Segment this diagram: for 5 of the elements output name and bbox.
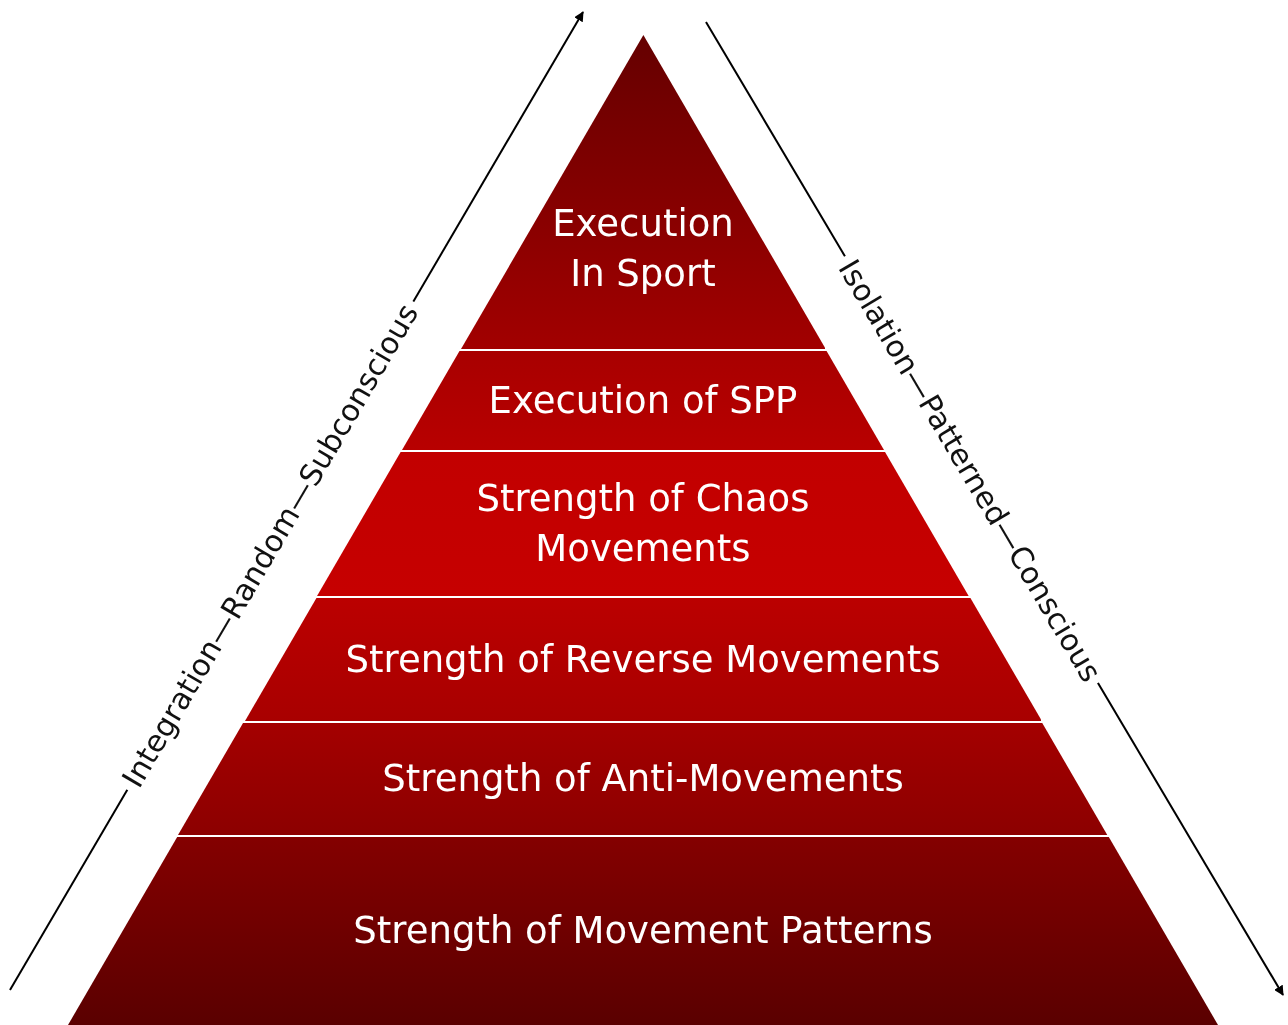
tier-label: Strength of Chaos Movements (475, 476, 811, 572)
pyramid-tier (460, 35, 826, 349)
tier-label: Strength of Movement Patterns (352, 908, 934, 954)
tier-label: Execution In Sport (551, 200, 735, 297)
pyramid-tier (68, 837, 1218, 1025)
